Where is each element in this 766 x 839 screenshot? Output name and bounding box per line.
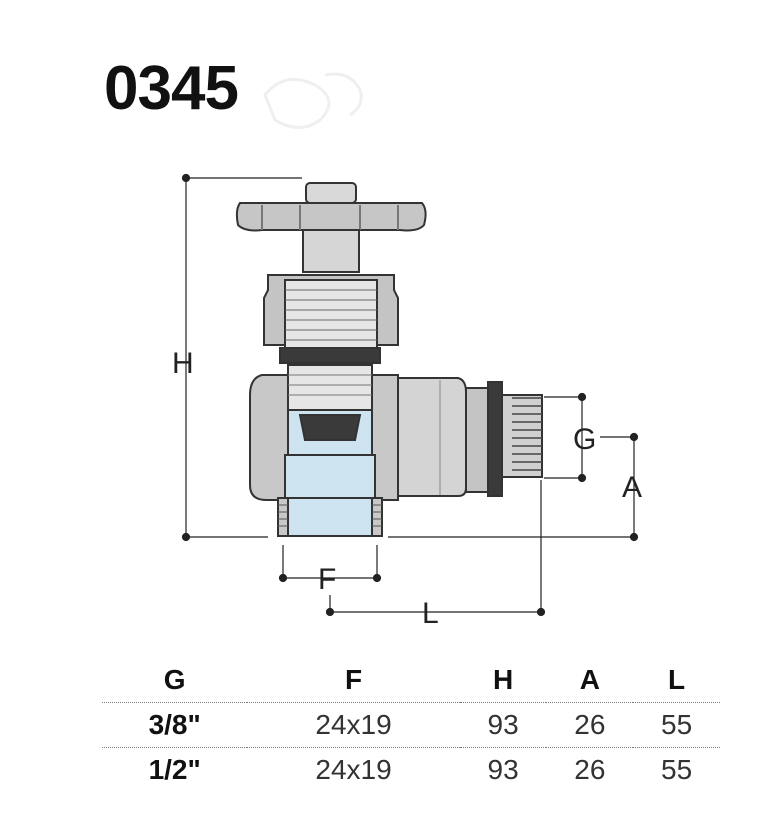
cell-g: 3/8": [102, 702, 248, 748]
cell-a: 26: [546, 702, 634, 748]
stem: [302, 229, 360, 273]
cell-l: 55: [661, 754, 693, 785]
header-h: H: [459, 662, 547, 703]
dimension-table: G F H A L 3/8" 24x19 93 26 55 1/2" 24x19…: [102, 662, 720, 792]
cell-g: 1/2": [148, 754, 201, 785]
header-f: F: [247, 662, 460, 703]
union-nut: [397, 377, 503, 497]
handwheel: [235, 182, 427, 232]
dim-label-f: F: [318, 563, 336, 596]
header-a: A: [546, 662, 634, 703]
header-l: L: [633, 662, 720, 703]
cell-f: 24x19: [315, 754, 392, 785]
dim-label-g: G: [573, 423, 596, 456]
dimension-lines: [181, 173, 639, 617]
cell-h: 93: [459, 702, 547, 748]
watermark-logo: [263, 72, 363, 129]
bottom-inlet: [277, 497, 383, 537]
table-header-row: G F H A L: [102, 662, 720, 703]
header-g: G: [102, 662, 248, 703]
dim-label-h: H: [172, 347, 194, 380]
valve-body: [249, 364, 399, 506]
cell-a: 26: [574, 754, 606, 785]
tail-thread: [501, 394, 543, 478]
table-row: 1/2" 24x19 93 26 55: [102, 748, 720, 793]
cell-f: 24x19: [247, 702, 460, 748]
product-code: 0345: [104, 54, 239, 123]
cell-l: 55: [633, 702, 720, 748]
cell-h: 93: [487, 754, 519, 785]
dim-label-a: A: [622, 471, 642, 504]
dim-label-l: L: [422, 597, 439, 630]
table-row: 3/8" 24x19 93 26 55: [102, 702, 720, 748]
bonnet: [263, 274, 399, 364]
